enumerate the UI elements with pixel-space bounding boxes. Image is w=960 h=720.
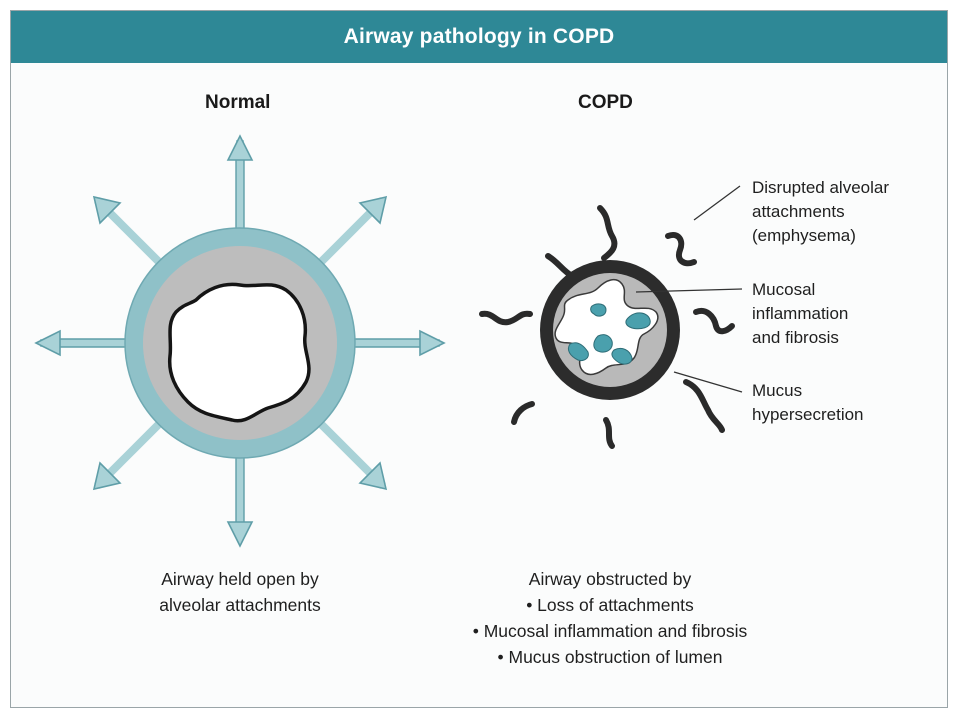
normal-title: Normal: [205, 92, 271, 113]
label-mucus-hypersecretion: Mucus hypersecretion: [752, 381, 864, 424]
arrowhead-upleft: [92, 195, 122, 225]
leader-mucosal: [635, 288, 743, 293]
disrupted-attachments: [479, 205, 735, 449]
arrowhead-left: [34, 329, 61, 357]
figure-title-bar: Airway pathology in COPD: [11, 11, 947, 63]
leader-lines: [635, 185, 743, 393]
copd-airway: [479, 185, 743, 449]
normal-caption: Airway held open by alveolar attachments: [159, 569, 321, 615]
arrowhead-downright: [358, 461, 388, 491]
arrowhead-right: [419, 329, 446, 357]
figure-title: Airway pathology in COPD: [343, 25, 615, 48]
arrowhead-up: [226, 134, 254, 161]
copd-caption-bullet: • Mucus obstruction of lumen: [497, 647, 723, 667]
arrowhead-downleft: [92, 461, 122, 491]
copd-title: COPD: [578, 92, 633, 113]
arrowhead-down: [226, 521, 254, 548]
arrowhead-upright: [358, 195, 388, 225]
copd-caption-bullet: • Mucosal inflammation and fibrosis: [472, 621, 748, 641]
leader-attachments: [693, 185, 741, 221]
copd-caption-bullet: • Loss of attachments: [526, 595, 694, 615]
copd-caption-heading: Airway obstructed by: [528, 569, 692, 589]
leader-mucus: [673, 371, 743, 393]
copd-caption: Airway obstructed by • Loss of attachmen…: [420, 566, 800, 670]
label-mucosal-inflammation: Mucosal inflammation and fibrosis: [752, 280, 849, 347]
normal-airway: [34, 134, 446, 548]
mucus-plugs: [567, 303, 651, 365]
normal-lumen: [167, 282, 311, 423]
label-disrupted-attachments: Disrupted alveolar attachments (emphysem…: [752, 178, 890, 245]
